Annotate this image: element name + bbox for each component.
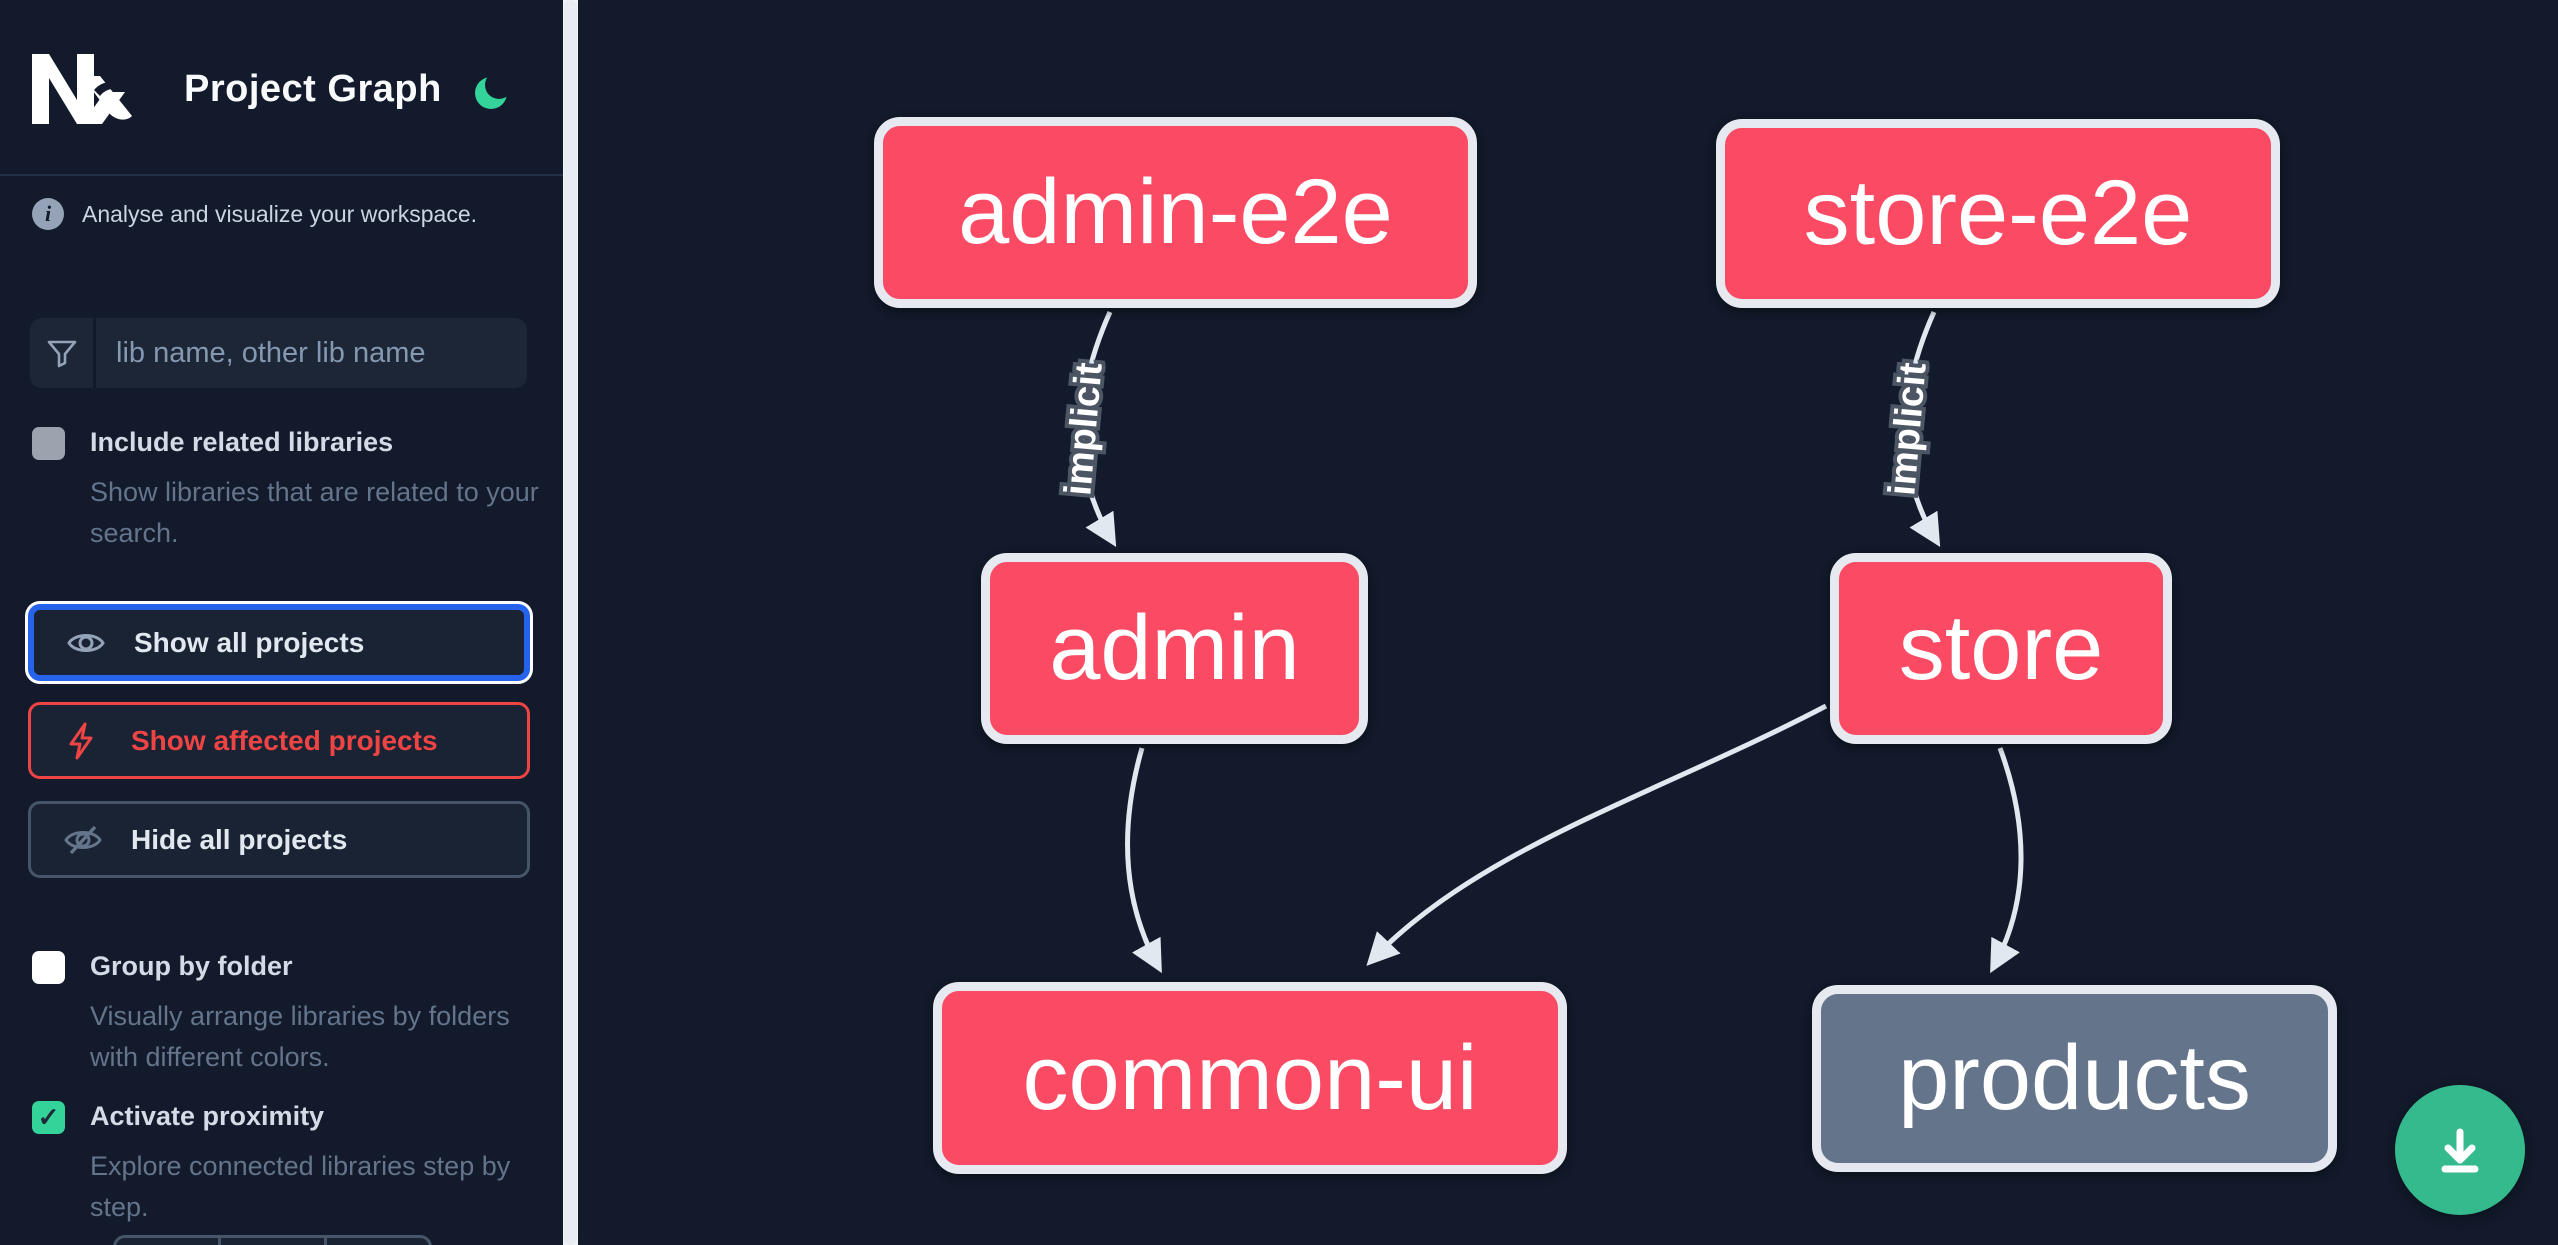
show-all-projects-button[interactable]: Show all projects (28, 604, 530, 681)
include-related-label: Include related libraries (90, 427, 394, 457)
hide-all-projects-button[interactable]: Hide all projects (28, 801, 530, 878)
show-all-projects-label: Show all projects (134, 626, 365, 658)
show-affected-projects-button[interactable]: Show affected projects (28, 702, 530, 779)
group-by-folder-checkbox[interactable] (32, 951, 65, 984)
filter-icon (30, 318, 96, 388)
bolt-icon (69, 722, 93, 759)
project-graph-canvas[interactable]: implicit implicit admin-e2e store-e2e ad… (578, 0, 2558, 1245)
edge-label-implicit-1: implicit (1057, 361, 1110, 498)
group-by-folder-description: Visually arrange libraries by folders wi… (90, 1001, 510, 1072)
segment-2[interactable] (221, 1238, 327, 1245)
edge-store-to-products (1990, 747, 2024, 974)
include-related-description: Show libraries that are related to your … (90, 477, 539, 548)
eye-icon (67, 633, 105, 652)
edge-label-implicit-2: implicit (1881, 361, 1934, 498)
graph-edges: implicit implicit (1053, 310, 2024, 974)
bottom-segmented-control[interactable] (113, 1235, 432, 1245)
search-box (30, 318, 527, 388)
download-icon (2441, 1128, 2479, 1173)
info-icon: i (32, 198, 64, 230)
group-by-folder-label: Group by folder (90, 951, 293, 981)
edge-admin-e2e-to-admin (1079, 310, 1117, 547)
download-graph-button[interactable] (2395, 1085, 2525, 1215)
eye-off-icon (64, 825, 102, 854)
edge-store-e2e-to-store (1903, 310, 1941, 547)
graph-node-products[interactable]: products (1812, 985, 2337, 1172)
show-affected-projects-label: Show affected projects (131, 724, 438, 756)
edge-admin-to-common-ui (1125, 747, 1162, 974)
graph-node-store-e2e[interactable]: store-e2e (1716, 119, 2280, 308)
include-related-checkbox[interactable] (32, 427, 65, 460)
sidebar-header: Project Graph (0, 0, 563, 176)
search-input[interactable] (96, 318, 527, 388)
segment-3[interactable] (327, 1238, 429, 1245)
theme-toggle-moon-icon[interactable] (472, 72, 512, 112)
edge-store-to-common-ui (1366, 703, 1828, 966)
tagline-row: i Analyse and visualize your workspace. (32, 198, 477, 230)
nx-logo-icon (32, 54, 132, 124)
graph-node-admin-e2e[interactable]: admin-e2e (874, 117, 1477, 308)
page-title: Project Graph (184, 68, 442, 110)
sidebar-scrollbar[interactable] (563, 0, 578, 1245)
hide-all-projects-label: Hide all projects (131, 823, 348, 855)
segment-1[interactable] (116, 1238, 222, 1245)
graph-node-common-ui[interactable]: common-ui (933, 982, 1567, 1174)
activate-proximity-checkbox[interactable]: ✓ (32, 1101, 65, 1134)
graph-node-admin[interactable]: admin (981, 553, 1368, 744)
scrollbar-thumb[interactable] (564, 0, 577, 1245)
graph-node-store[interactable]: store (1830, 553, 2172, 744)
tagline-text: Analyse and visualize your workspace. (82, 200, 478, 227)
activate-proximity-label: Activate proximity (90, 1101, 325, 1131)
sidebar: Project Graph i Analyse and visualize yo… (0, 0, 563, 1245)
activate-proximity-description: Explore connected libraries step by step… (90, 1151, 511, 1222)
